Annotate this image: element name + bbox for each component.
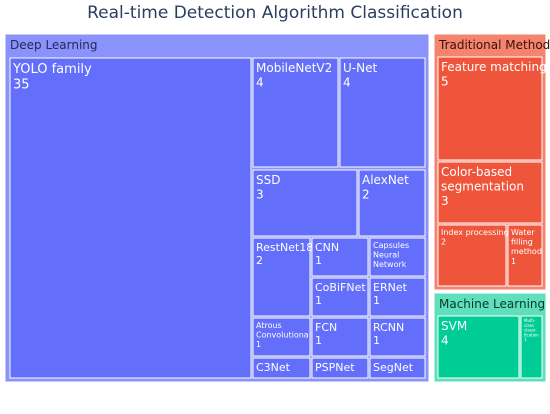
tile-value-index-processing: 2 xyxy=(441,238,446,247)
tile-feature-matching[interactable] xyxy=(437,56,543,161)
tile-label-svm: SVM xyxy=(441,319,467,333)
tile-value-mobilenetv2: 4 xyxy=(256,75,264,89)
tile-color-based-segmentation[interactable] xyxy=(437,161,543,224)
tile-capsules-neural-network[interactable] xyxy=(369,237,426,277)
tile-atrous-convolutional[interactable] xyxy=(252,317,311,357)
tile-ssd[interactable] xyxy=(252,169,358,237)
tile-label-yolo-family: YOLO family xyxy=(12,62,92,77)
chart-title: Real-time Detection Algorithm Classifica… xyxy=(87,3,463,23)
tile-value-u-net: 4 xyxy=(343,75,351,89)
tile-value-atrous-convolutional: 1 xyxy=(256,340,261,349)
tile-alexnet[interactable] xyxy=(358,169,426,237)
tile-value-alexnet: 2 xyxy=(362,187,370,201)
tile-value-cnn: 1 xyxy=(315,254,322,267)
tile-ernet[interactable] xyxy=(369,277,426,317)
tile-c3net[interactable] xyxy=(252,357,311,379)
tile-label-pspnet: PSPNet xyxy=(315,361,355,374)
tile-value-svm: 4 xyxy=(441,333,449,347)
tile-cnn[interactable] xyxy=(311,237,369,277)
group-label-deep-learning: Deep Learning xyxy=(10,38,98,52)
tile-rcnn[interactable] xyxy=(369,317,426,357)
tile-segnet[interactable] xyxy=(369,357,426,379)
tile-yolo-family[interactable] xyxy=(9,57,252,379)
tile-label-c3net: C3Net xyxy=(256,361,291,374)
tile-label-feature-matching: Feature matching xyxy=(441,60,547,74)
group-label-machine-learning: Machine Learning xyxy=(439,297,545,311)
group-label-traditional-method: Traditional Method xyxy=(438,38,550,52)
tile-label-restnet18: RestNet18 xyxy=(256,241,313,254)
tile-value-feature-matching: 5 xyxy=(441,74,449,88)
tile-value-multi-class-classification: 1 xyxy=(524,337,527,342)
tile-value-restnet18: 2 xyxy=(256,254,263,267)
tile-value-ernet: 1 xyxy=(373,294,380,307)
tile-label-mobilenetv2: MobileNetV2 xyxy=(256,61,332,75)
tile-label-cnn: CNN xyxy=(315,241,339,254)
tile-label-cobifnet: CoBiFNet xyxy=(315,281,366,294)
tile-value-rcnn: 1 xyxy=(373,334,380,347)
tile-label-alexnet: AlexNet xyxy=(362,173,409,187)
tile-svm[interactable] xyxy=(437,315,520,379)
tile-label-u-net: U-Net xyxy=(343,61,377,75)
tile-value-color-based-segmentation: 3 xyxy=(441,194,449,208)
tile-value-ssd: 3 xyxy=(256,187,264,201)
tile-multi-class-classification[interactable] xyxy=(520,315,543,379)
tile-label-ssd: SSD xyxy=(256,173,280,187)
tile-water-filling-method[interactable] xyxy=(507,224,543,287)
tile-label-segnet: SegNet xyxy=(373,361,414,374)
tile-label-ernet: ERNet xyxy=(373,281,408,294)
tile-pspnet[interactable] xyxy=(311,357,369,379)
tile-restnet18[interactable] xyxy=(252,237,311,317)
tile-label-index-processing: Index processing xyxy=(441,228,509,237)
tile-fcn[interactable] xyxy=(311,317,369,357)
tile-value-cobifnet: 1 xyxy=(315,294,322,307)
tile-label-rcnn: RCNN xyxy=(373,321,404,334)
tile-mobilenetv2[interactable] xyxy=(252,57,339,168)
tile-index-processing[interactable] xyxy=(437,224,507,287)
tile-value-water-filling-method: 1 xyxy=(511,257,516,266)
tile-u-net[interactable] xyxy=(339,57,426,168)
tile-cobifnet[interactable] xyxy=(311,277,369,317)
tile-label-fcn: FCN xyxy=(315,321,337,334)
tile-value-fcn: 1 xyxy=(315,334,322,347)
tile-value-yolo-family: 35 xyxy=(13,78,30,93)
